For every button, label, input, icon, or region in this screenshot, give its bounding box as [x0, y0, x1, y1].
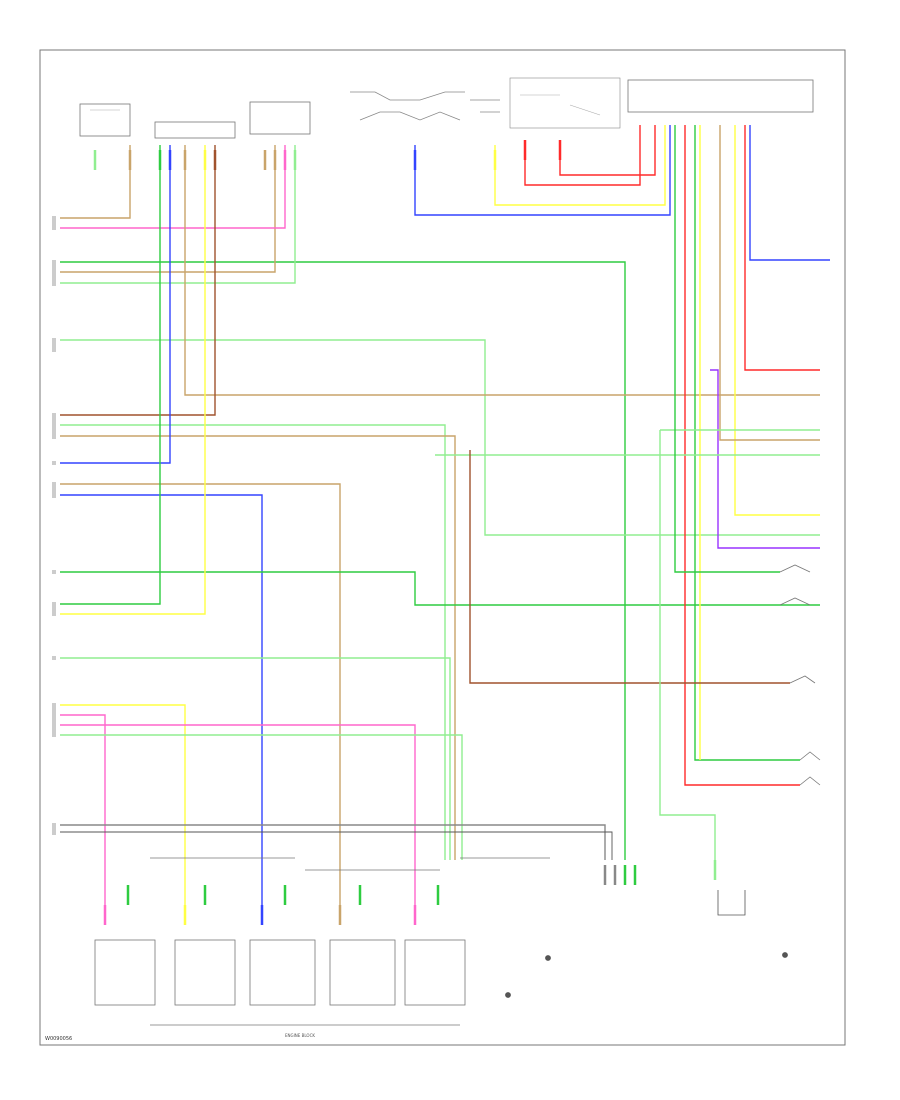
ground-symbols [505, 890, 788, 998]
wire-light-green-8 [659, 430, 716, 860]
wire-green-1 [60, 261, 626, 860]
connector-pins-top [93, 140, 562, 170]
wire-tan-3 [184, 145, 820, 396]
wire-gray-1 [60, 824, 606, 860]
injector-modules [94, 857, 550, 1026]
wire-green-2 [60, 571, 820, 606]
wire-brown-2 [469, 450, 790, 684]
wire-green-4 [694, 125, 800, 761]
footer-code: W0090056 [45, 1036, 72, 1042]
component-top-connector-block [154, 121, 236, 139]
wire-blue-4 [414, 125, 671, 216]
wire-pink-2 [60, 714, 106, 915]
wire-blue-2 [60, 494, 263, 915]
wire-red-2 [744, 125, 820, 371]
wire-light-green-4 [60, 657, 451, 860]
diagram-border [39, 49, 846, 1046]
wire-pink-3 [60, 724, 416, 915]
wire-red-4 [559, 125, 656, 176]
left-edge-labels [52, 216, 56, 835]
main-control-module-top [627, 79, 814, 113]
component-top-left [79, 103, 131, 137]
wire-red-1 [684, 125, 800, 786]
wire-yellow-2 [60, 704, 186, 915]
wire-tan-6 [719, 125, 820, 441]
wire-green-3 [60, 145, 161, 605]
wire-light-green-3 [60, 424, 446, 860]
wire-red-3 [524, 125, 641, 186]
component-top-right-module [249, 101, 311, 135]
wire-light-green-5 [60, 734, 463, 860]
wire-tan-1 [60, 145, 276, 273]
wire-violet-1 [710, 369, 820, 549]
wire-tan-5 [60, 483, 341, 915]
wire-pink-1 [60, 145, 286, 229]
wire-black-1 [60, 831, 613, 860]
connector-pins-bottom [103, 860, 717, 925]
wire-light-green-1 [60, 145, 296, 284]
switch-assembly [350, 91, 500, 121]
wire-light-green-2 [60, 339, 820, 536]
relay-box [509, 77, 621, 129]
right-switches [779, 564, 821, 786]
wire-blue-1 [60, 145, 171, 464]
wire-tan-4 [60, 435, 456, 860]
wire-yellow-1 [60, 145, 206, 615]
wire-group [60, 125, 830, 915]
wire-yellow-5 [494, 125, 666, 206]
wire-yellow-3 [734, 125, 820, 516]
wire-green-5 [674, 125, 780, 573]
wire-brown-1 [60, 145, 216, 416]
ground-label: ENGINE BLOCK [285, 1033, 315, 1038]
wire-blue-3 [749, 125, 830, 261]
